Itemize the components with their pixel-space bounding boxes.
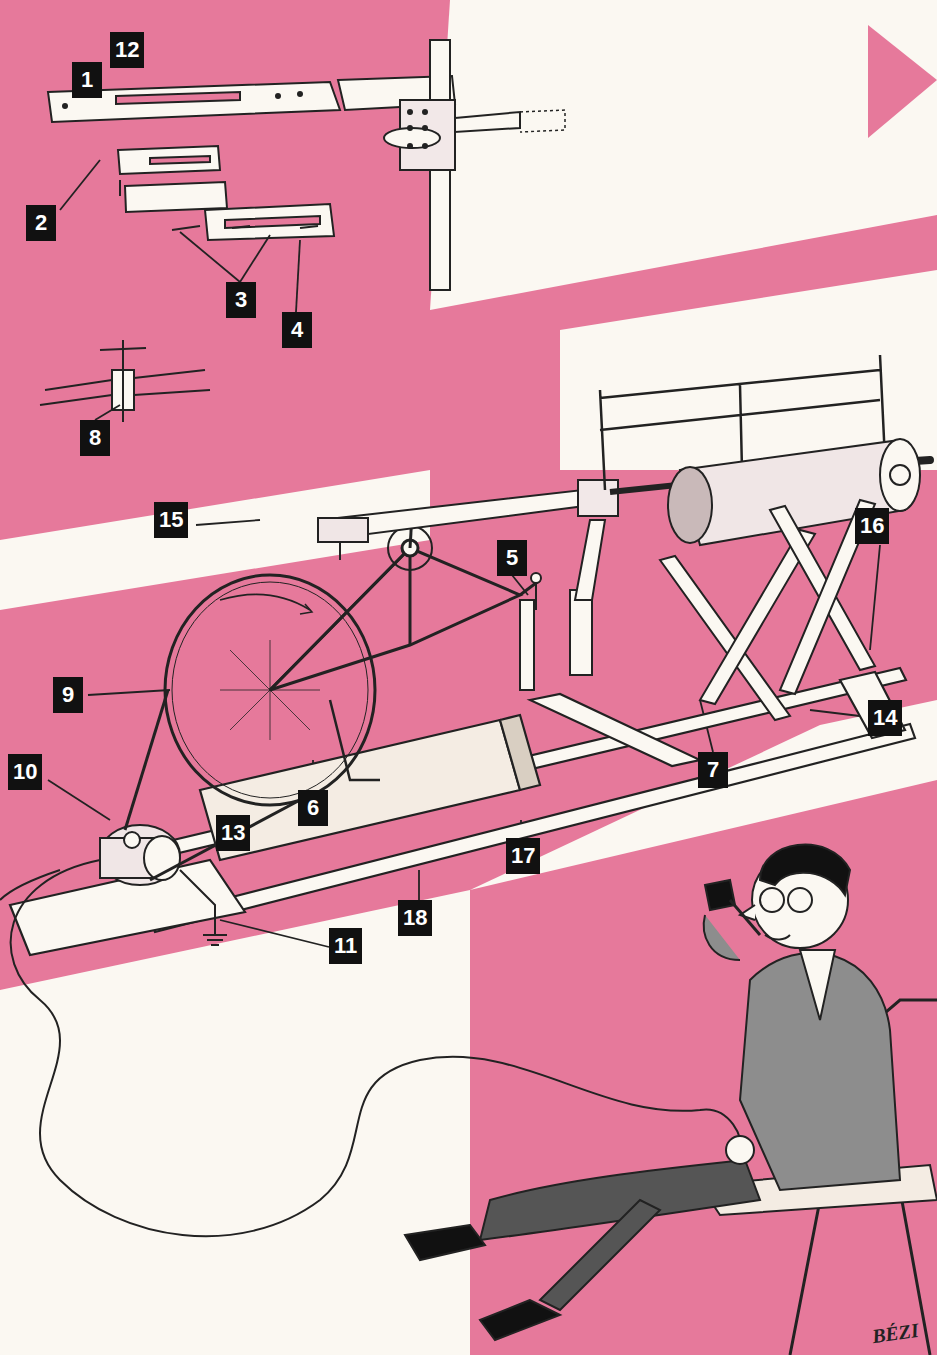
callout-number: 17	[506, 838, 540, 874]
pulley-detail	[40, 340, 210, 422]
callout-number: 5	[497, 540, 527, 576]
callout-number: 6	[298, 790, 328, 826]
callout-number: 4	[282, 312, 312, 348]
bicycle-frame	[270, 515, 540, 780]
callout-number: 14	[868, 700, 902, 736]
callout-number: 16	[855, 508, 889, 544]
pink-arrow	[868, 25, 937, 138]
callout-number: 3	[226, 282, 256, 318]
power-cable	[0, 870, 60, 900]
electric-motor	[100, 825, 180, 885]
callout-number: 18	[398, 900, 432, 936]
seated-man	[405, 845, 900, 1340]
callout-number: 13	[216, 815, 250, 851]
leader-lines	[48, 160, 880, 947]
white-panel	[430, 0, 937, 310]
callout-number: 7	[698, 752, 728, 788]
white-panel	[0, 470, 430, 610]
white-panel	[0, 890, 470, 1355]
bolts	[120, 180, 318, 230]
callout-number: 10	[8, 754, 42, 790]
drive-belt	[125, 690, 300, 880]
saw-arm	[318, 480, 618, 600]
callout-number: 15	[154, 502, 188, 538]
ground-symbol	[180, 870, 227, 945]
callout-number: 11	[329, 928, 362, 964]
bolt-holes	[62, 91, 428, 149]
callout-number: 2	[26, 205, 56, 241]
slotted-bar-detail	[48, 40, 520, 290]
callout-number: 9	[53, 677, 83, 713]
callout-number: 1	[72, 62, 102, 98]
sawhorse	[660, 500, 875, 720]
callout-number: 8	[80, 420, 110, 456]
saw-teeth	[520, 110, 565, 132]
callout-number: 12	[110, 32, 144, 68]
artist-signature: BÉZI	[871, 1319, 920, 1348]
